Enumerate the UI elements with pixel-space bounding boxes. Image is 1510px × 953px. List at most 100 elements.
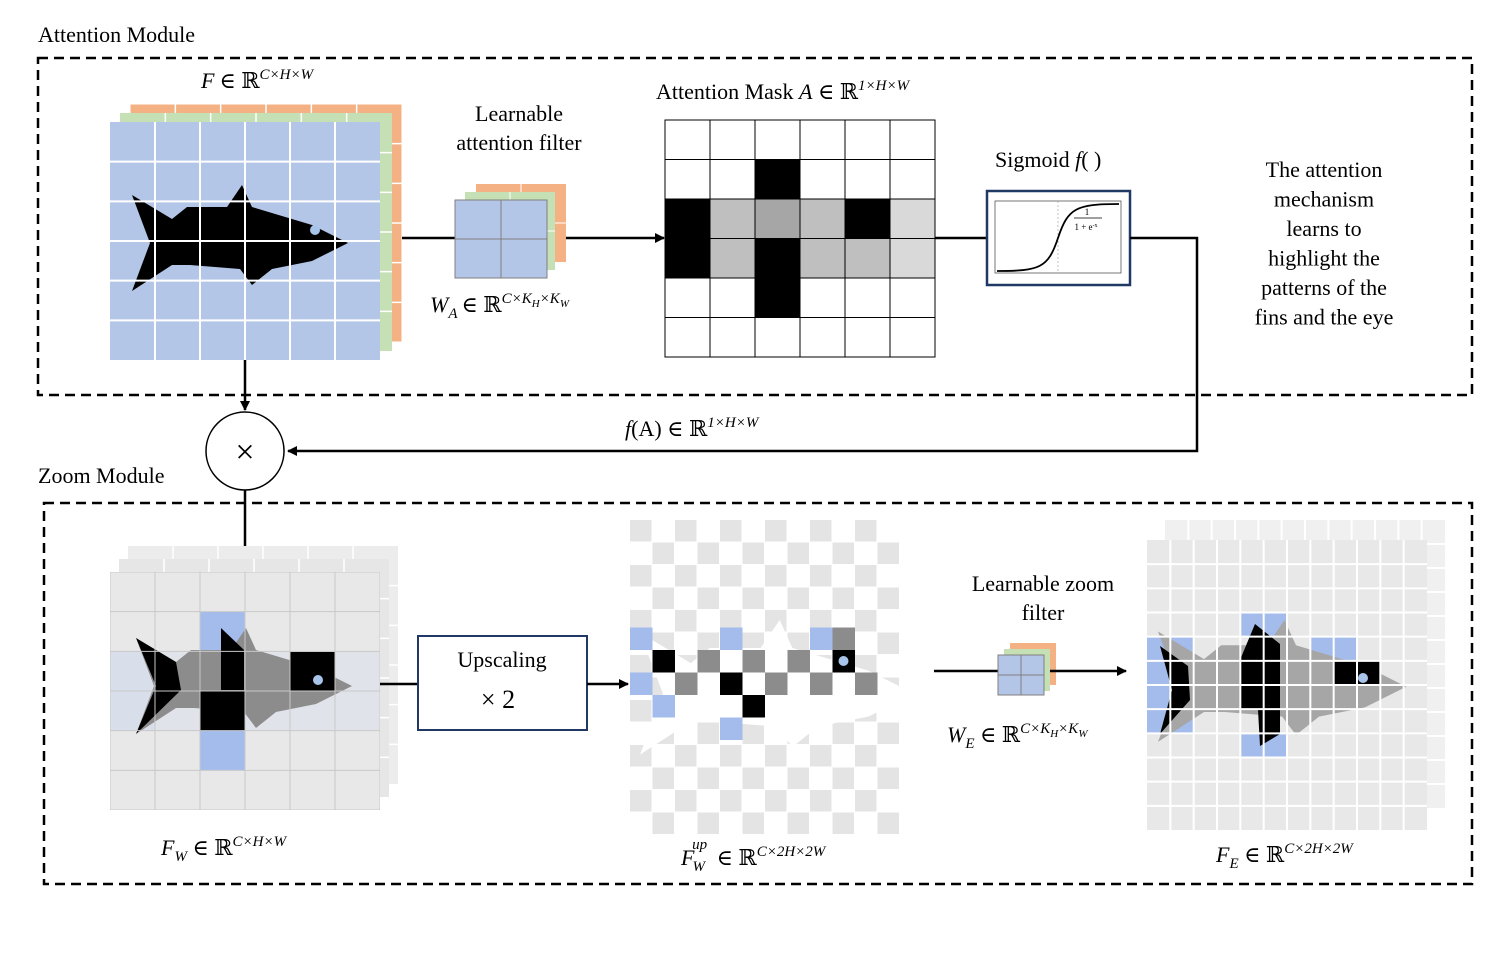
- upscaled-cell: [675, 672, 698, 695]
- fish-eye-icon: [310, 225, 320, 235]
- mask-cell: [844, 198, 891, 239]
- mask-cell: [709, 198, 756, 239]
- mask-cell: [889, 317, 936, 358]
- dorsal-fin-icon: [221, 628, 244, 690]
- upscaled-cell: [810, 672, 833, 695]
- mask-cell: [664, 238, 711, 279]
- mask-cell: [889, 238, 936, 279]
- attention-filter-title: Learnable: [475, 101, 563, 126]
- eye-cell: [290, 652, 335, 691]
- attention-module-frame: [36, 56, 1474, 397]
- mask-cell: [799, 198, 846, 239]
- tail-fin-icon: [136, 638, 181, 734]
- mask-cell: [799, 119, 846, 160]
- mask-cell: [889, 159, 936, 200]
- upscaled-feature-map: [630, 520, 915, 834]
- zoom-module-title: Zoom Module: [38, 463, 165, 488]
- upscaled-cell: [742, 695, 765, 718]
- description-line: patterns of the: [1261, 275, 1387, 300]
- sigmoid-plot: 1 1 + e-x: [985, 189, 1132, 287]
- mask-cell: [889, 277, 936, 318]
- attention-module-title: Attention Module: [38, 22, 195, 47]
- fish-icon: [1158, 620, 1407, 742]
- feature-map-label: F∈ ℝC×H×W: [200, 67, 315, 93]
- highlight-cell: [1147, 685, 1171, 710]
- mask-cell: [799, 238, 846, 279]
- upscaled-cell: [720, 717, 743, 740]
- mask-cell: [754, 159, 801, 200]
- mask-cell: [844, 119, 891, 160]
- attention-description: The attention mechanism learns to highlight…: [1255, 157, 1394, 330]
- feature-map-stack: [110, 103, 403, 360]
- enhanced-feature-map: [1147, 520, 1445, 830]
- multiply-symbol: ×: [235, 434, 254, 471]
- attention-mask-label: Attention Mask A ∈ ℝ1×H×W: [656, 78, 911, 104]
- highlight-cell: [1147, 661, 1171, 686]
- description-line: The attention: [1266, 157, 1383, 182]
- tail-fin-icon: [1160, 646, 1190, 734]
- attention-mask-grid: [664, 119, 936, 358]
- sigmoid-label: Sigmoid f( ): [995, 147, 1101, 172]
- mask-cell: [664, 277, 711, 318]
- mask-cell: [754, 238, 801, 279]
- upscaled-cell: [810, 627, 833, 650]
- upscaling-title: Upscaling: [457, 647, 546, 672]
- mask-cell: [799, 277, 846, 318]
- bottom-fin-icon: [1240, 686, 1280, 746]
- mask-cell: [754, 198, 801, 239]
- mask-cell: [709, 277, 756, 318]
- zoom-filter-title-2: filter: [1022, 600, 1065, 625]
- weighted-feature-stack: [110, 546, 398, 810]
- upscaled-cell: [652, 650, 675, 673]
- mask-cell: [754, 277, 801, 318]
- upscaling-factor: × 2: [481, 685, 515, 714]
- description-line: fins and the eye: [1255, 305, 1394, 330]
- upscaled-cell: [630, 672, 653, 695]
- mask-cell: [754, 317, 801, 358]
- mask-cell: [844, 317, 891, 358]
- mask-cell: [754, 119, 801, 160]
- highlight-cell: [1240, 733, 1264, 758]
- description-line: learns to: [1286, 216, 1361, 241]
- mask-cell: [844, 277, 891, 318]
- fish-eye-icon: [313, 675, 323, 685]
- description-line: mechanism: [1274, 187, 1374, 212]
- description-line: highlight the: [1268, 246, 1380, 271]
- upscaled-cell: [630, 627, 653, 650]
- fish-icon: [132, 185, 348, 291]
- fe-label: FE ∈ ℝC×2H×2W: [1215, 841, 1354, 872]
- highlight-cell: [200, 730, 245, 771]
- upscaled-cell: [787, 650, 810, 673]
- mask-cell: [664, 119, 711, 160]
- upscaled-cell: [855, 672, 878, 695]
- zoom-filter-stack: [997, 643, 1056, 696]
- mask-cell: [799, 317, 846, 358]
- upscaled-cell: [720, 672, 743, 695]
- fup-label: FWup ∈ ℝC×2H×2W: [680, 837, 827, 875]
- attention-filter-label: WA∈ ℝC×KH×KW: [430, 291, 570, 322]
- attention-filter-title-2: attention filter: [456, 130, 582, 155]
- upscaled-cell: [742, 650, 765, 673]
- fish-eye-icon: [1358, 673, 1368, 683]
- upscaled-cell: [832, 627, 855, 650]
- highlight-cell: [1333, 636, 1357, 661]
- upscaled-cell: [720, 627, 743, 650]
- mask-cell: [889, 198, 936, 239]
- mask-cell: [709, 159, 756, 200]
- zoom-filter-title: Learnable zoom: [972, 571, 1114, 596]
- bottom-fin-icon: [200, 691, 245, 731]
- mask-cell: [799, 159, 846, 200]
- mask-cell: [844, 159, 891, 200]
- fa-label: f(A) ∈ ℝ1×H×W: [625, 415, 760, 441]
- mask-cell: [709, 317, 756, 358]
- mask-cell: [709, 238, 756, 279]
- mask-cell: [709, 119, 756, 160]
- mask-cell: [889, 119, 936, 160]
- fw-label: FW ∈ ℝC×H×W: [160, 834, 288, 865]
- mask-cell: [664, 159, 711, 200]
- mask-cell: [664, 317, 711, 358]
- mask-cell: [664, 198, 711, 239]
- attention-filter-stack: [454, 184, 566, 279]
- upscaled-cell: [765, 672, 788, 695]
